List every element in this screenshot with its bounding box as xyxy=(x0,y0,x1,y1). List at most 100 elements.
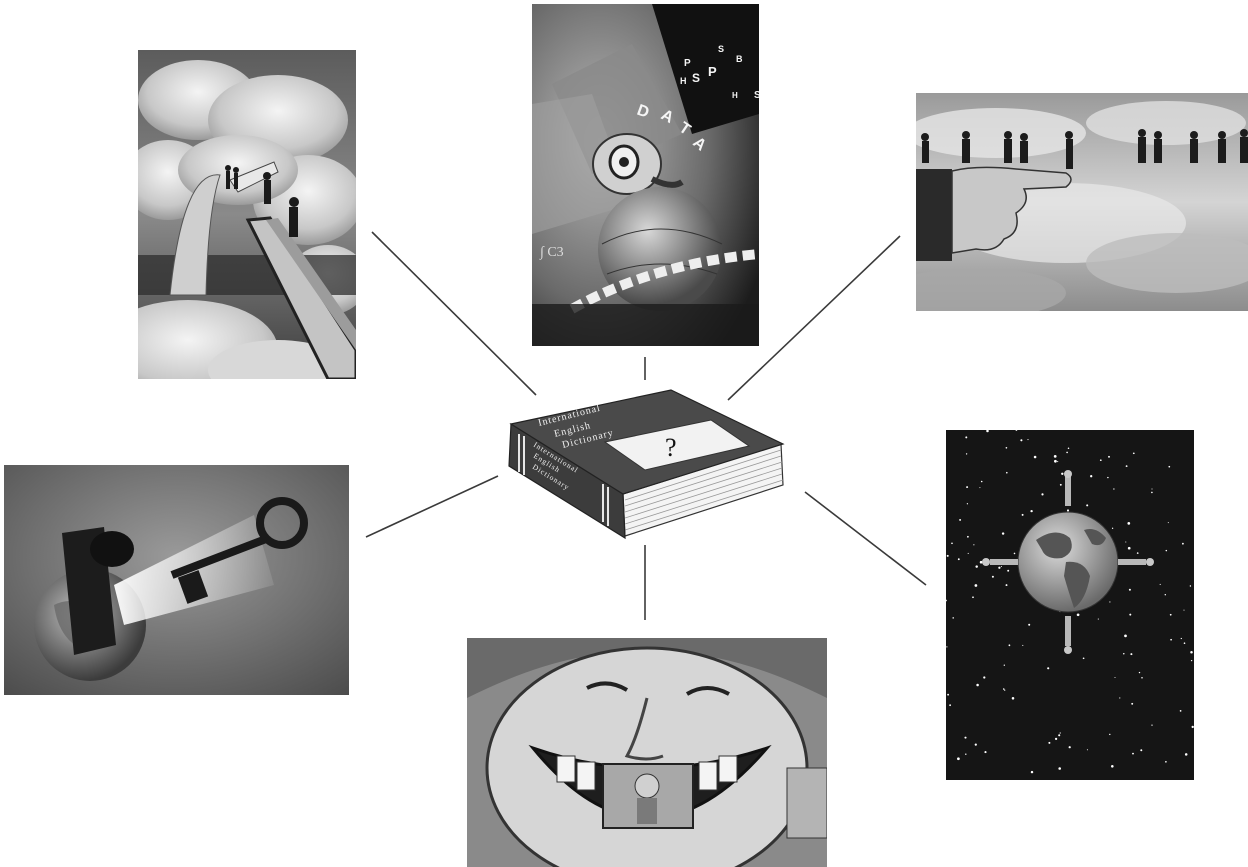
star xyxy=(1109,601,1110,602)
star xyxy=(1126,465,1128,467)
connector-middle-left xyxy=(366,476,498,537)
star xyxy=(1028,624,1030,626)
connector-middle-right xyxy=(805,492,926,585)
star xyxy=(1191,660,1192,661)
scatter-letter-4: P xyxy=(708,64,717,79)
star xyxy=(976,684,979,687)
star xyxy=(966,486,968,488)
star xyxy=(1165,761,1167,763)
star xyxy=(1014,553,1016,555)
star xyxy=(1003,688,1005,690)
star xyxy=(1066,452,1068,454)
star xyxy=(1055,738,1057,740)
star xyxy=(1165,594,1166,595)
star xyxy=(1098,619,1099,620)
star xyxy=(1184,642,1186,644)
star xyxy=(1113,488,1114,489)
star xyxy=(1069,746,1071,748)
star xyxy=(1129,589,1131,591)
star xyxy=(972,596,974,598)
star xyxy=(968,553,969,554)
star xyxy=(1058,767,1061,770)
star xyxy=(1068,447,1070,449)
star xyxy=(1041,493,1043,495)
star xyxy=(1140,749,1142,751)
star xyxy=(1139,672,1140,673)
star xyxy=(1151,724,1152,725)
star xyxy=(949,704,951,706)
star xyxy=(1048,742,1050,744)
star xyxy=(979,487,980,488)
star xyxy=(966,453,967,454)
star xyxy=(1166,550,1167,551)
star xyxy=(1141,677,1143,679)
star xyxy=(1190,651,1193,654)
star xyxy=(1054,455,1057,458)
star xyxy=(975,744,977,746)
star xyxy=(1007,570,1009,572)
star xyxy=(1047,667,1049,669)
star xyxy=(1129,614,1131,616)
svg-text:∫ C3: ∫ C3 xyxy=(539,245,564,260)
star xyxy=(1109,734,1110,735)
star xyxy=(998,567,1000,569)
star xyxy=(1112,528,1113,529)
star xyxy=(975,565,977,567)
star xyxy=(1192,726,1194,728)
scatter-letter-5: S xyxy=(754,90,759,101)
star xyxy=(1130,653,1132,655)
illustration-grinning-face xyxy=(467,638,827,867)
scatter-letter-3: S xyxy=(692,71,700,85)
star xyxy=(1086,504,1088,506)
star xyxy=(958,558,960,560)
scatter-letter-8: B xyxy=(736,54,743,64)
star xyxy=(951,542,953,544)
star xyxy=(1114,677,1115,678)
star xyxy=(981,481,983,483)
star xyxy=(1087,749,1088,750)
star xyxy=(1058,734,1060,736)
star xyxy=(1006,447,1008,449)
star xyxy=(1111,765,1114,768)
star xyxy=(1131,703,1133,705)
star xyxy=(992,576,994,578)
star xyxy=(975,584,978,587)
star xyxy=(1012,697,1015,700)
star xyxy=(1151,488,1152,489)
star xyxy=(1180,710,1182,712)
star xyxy=(1160,584,1161,585)
star xyxy=(1185,753,1188,756)
star xyxy=(1107,477,1108,478)
star xyxy=(957,757,960,760)
star xyxy=(1031,771,1033,773)
star xyxy=(1022,514,1024,516)
star xyxy=(1127,522,1130,525)
scatter-letter-1: P xyxy=(684,58,691,69)
star xyxy=(1168,466,1170,468)
star xyxy=(1128,547,1131,550)
star xyxy=(983,676,985,678)
star xyxy=(947,694,949,696)
illustration-cloud-bridge xyxy=(138,50,356,379)
star xyxy=(1090,475,1092,477)
star xyxy=(1182,543,1184,545)
star xyxy=(959,519,961,521)
star xyxy=(973,544,974,545)
star xyxy=(967,503,968,504)
star xyxy=(965,753,966,754)
scatter-letter-6: H xyxy=(732,91,738,100)
star xyxy=(1168,522,1169,523)
star xyxy=(1077,613,1080,616)
star xyxy=(952,617,954,619)
star xyxy=(1125,541,1126,542)
cover-question-mark: ? xyxy=(665,433,677,462)
star xyxy=(947,555,949,557)
star xyxy=(1151,492,1153,494)
star xyxy=(1054,460,1057,463)
illustration-pointing-hand xyxy=(916,93,1248,311)
star xyxy=(1006,584,1008,586)
star xyxy=(1030,510,1032,512)
star xyxy=(1004,689,1005,690)
star xyxy=(1170,614,1172,616)
